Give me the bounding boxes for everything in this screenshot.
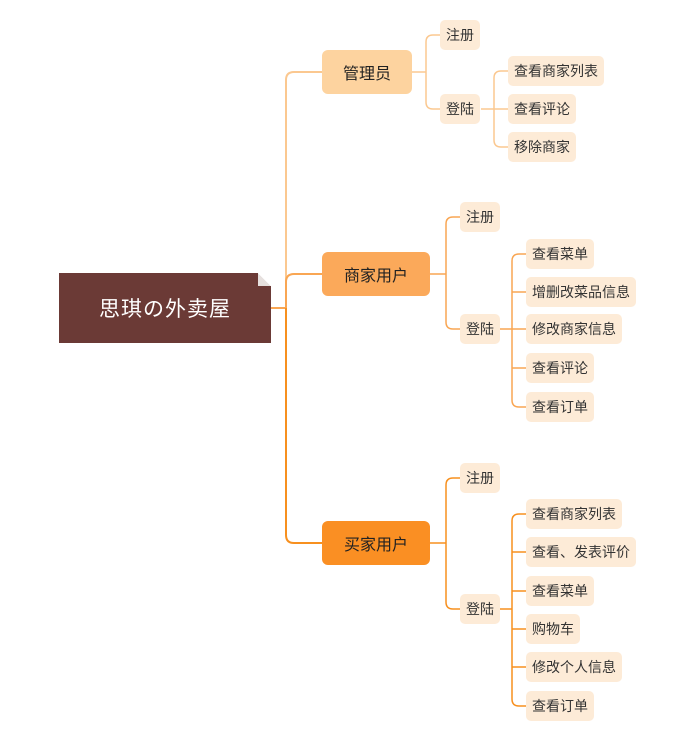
buyer-item-node[interactable]: 购物车 [526,614,580,644]
admin-item-label: 查看商家列表 [514,64,598,80]
buyer-item-node[interactable]: 查看、发表评价 [526,537,636,567]
merchant-register-node[interactable]: 注册 [460,202,500,232]
root-label: 思琪の外卖屋 [99,297,231,321]
buyer-item-node[interactable]: 查看商家列表 [526,499,622,529]
merchant-label: 商家用户 [343,266,408,285]
admin-register-label: 注册 [446,28,474,44]
trunk-admin-line [285,71,322,308]
buyer-item-node[interactable]: 查看菜单 [526,576,594,606]
merchant-node[interactable]: 商家用户 [322,252,430,296]
buyer-item-label: 查看、发表评价 [532,545,630,561]
merchant-login-label: 登陆 [466,322,494,338]
trunk-merchant-line [285,273,322,308]
buyer-item-label: 查看订单 [532,699,588,715]
merchant-item-node[interactable]: 修改商家信息 [526,314,622,344]
merchant-item-node[interactable]: 查看订单 [526,392,594,422]
buyer-login-node[interactable]: 登陆 [460,594,500,624]
merchant-item-label: 增删改菜品信息 [532,285,630,301]
merchant-item-label: 查看菜单 [532,247,588,263]
buyer-item-node[interactable]: 修改个人信息 [526,652,622,682]
merchant-item-label: 查看订单 [532,400,588,416]
admin-item-node[interactable]: 查看评论 [508,94,576,124]
buyer-connectors [430,477,526,707]
admin-connectors [412,34,508,148]
buyer-label: 买家用户 [343,535,408,554]
buyer-item-label: 购物车 [532,622,574,638]
buyer-register-label: 注册 [466,471,494,487]
admin-node[interactable]: 管理员 [322,50,412,94]
admin-item-node[interactable]: 移除商家 [508,132,576,162]
merchant-item-node[interactable]: 查看菜单 [526,239,594,269]
root-node[interactable]: 思琪の外卖屋 [59,273,271,343]
merchant-connectors [430,216,526,408]
buyer-item-label: 查看商家列表 [532,507,616,523]
buyer-login-label: 登陆 [466,602,494,618]
merchant-register-label: 注册 [466,210,494,226]
buyer-item-label: 查看菜单 [532,584,588,600]
merchant-item-node[interactable]: 增删改菜品信息 [526,277,636,307]
admin-item-label: 查看评论 [514,102,570,118]
admin-register-node[interactable]: 注册 [440,20,480,50]
admin-login-label: 登陆 [446,102,474,118]
buyer-item-label: 修改个人信息 [532,660,616,676]
merchant-login-node[interactable]: 登陆 [460,314,500,344]
page-fold-corner [258,273,271,286]
merchant-item-label: 修改商家信息 [532,322,616,338]
trunk-buyer-line [285,308,322,544]
merchant-item-label: 查看评论 [532,361,588,377]
merchant-item-node[interactable]: 查看评论 [526,353,594,383]
admin-login-node[interactable]: 登陆 [440,94,480,124]
admin-label: 管理员 [342,64,391,83]
buyer-node[interactable]: 买家用户 [322,521,430,565]
buyer-item-node[interactable]: 查看订单 [526,691,594,721]
buyer-register-node[interactable]: 注册 [460,463,500,493]
admin-item-label: 移除商家 [514,140,570,156]
admin-item-node[interactable]: 查看商家列表 [508,56,604,86]
